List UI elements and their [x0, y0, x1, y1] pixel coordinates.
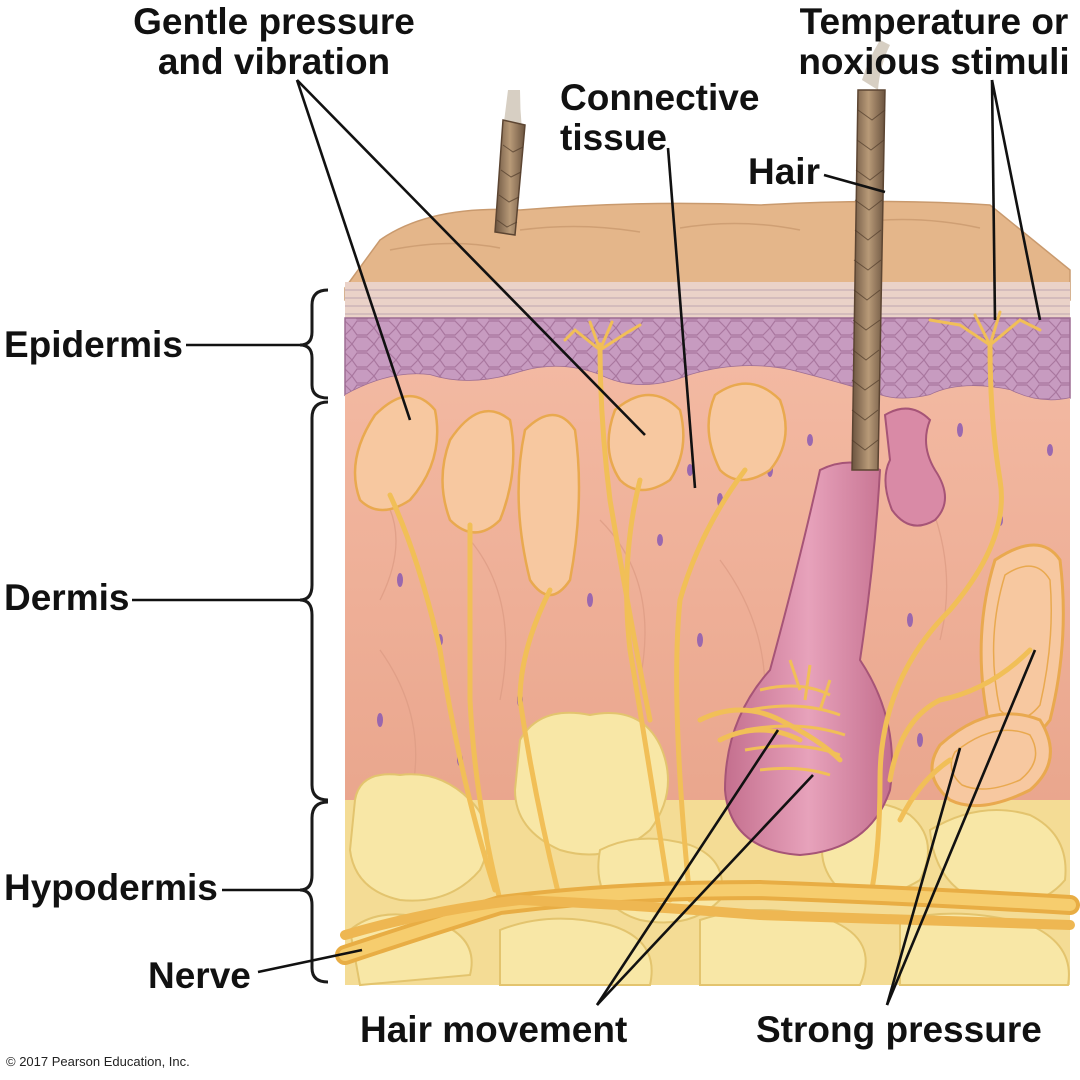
- label-hair-movement: Hair movement: [360, 1009, 628, 1050]
- label-dermis: Dermis: [4, 577, 130, 618]
- leader-lines: [132, 79, 1042, 1006]
- copyright-notice: © 2017 Pearson Education, Inc.: [6, 1054, 190, 1069]
- label-hair: Hair: [748, 151, 820, 192]
- label-connective-tissue: Connective tissue: [560, 78, 780, 158]
- label-epidermis: Epidermis: [4, 324, 183, 365]
- label-gentle-pressure: Gentle pressure and vibration: [128, 2, 420, 82]
- skin-surface: [344, 200, 1071, 301]
- label-gentle-pressure-line2: and vibration: [157, 41, 391, 82]
- free-nerve-endings: [563, 310, 1042, 352]
- tactile-corpuscles: [353, 382, 787, 597]
- label-temperature-line1: Temperature or: [799, 1, 1069, 42]
- hair-follicle: [723, 461, 893, 857]
- label-temperature-noxious: Temperature or noxious stimuli: [792, 2, 1076, 82]
- label-nerve: Nerve: [148, 955, 251, 996]
- sebaceous-gland: [883, 407, 946, 527]
- label-connective-tissue-line2: tissue: [560, 117, 667, 158]
- nerve-bundle: [335, 879, 1080, 965]
- label-gentle-pressure-line1: Gentle pressure: [133, 1, 415, 42]
- label-connective-tissue-line1: Connective: [560, 77, 760, 118]
- hair-follicle-plexus: [744, 659, 846, 777]
- nerve-fibers: [387, 342, 1033, 903]
- layer-brackets: [299, 288, 329, 984]
- label-strong-pressure: Strong pressure: [756, 1009, 1042, 1050]
- label-hypodermis: Hypodermis: [4, 867, 218, 908]
- lamellar-corpuscles: [930, 543, 1065, 808]
- label-temperature-line2: noxious stimuli: [798, 41, 1070, 82]
